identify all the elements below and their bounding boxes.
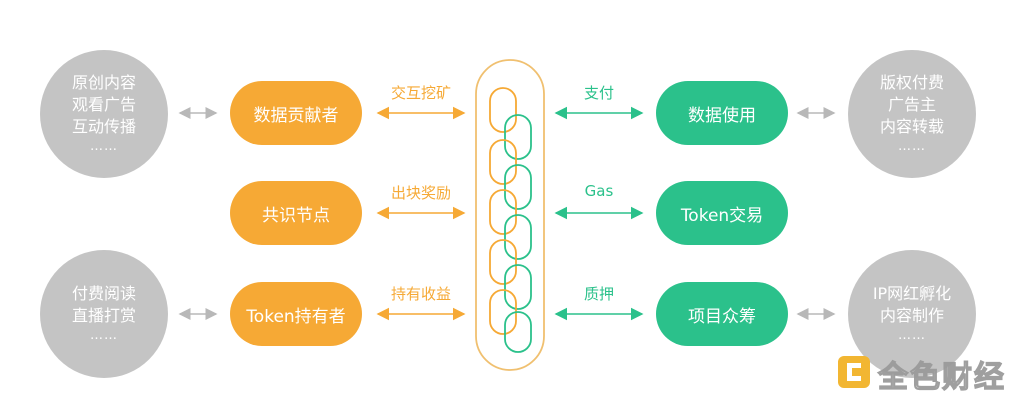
label-holding-yield: 持有收益 bbox=[390, 285, 451, 303]
circle-user-activities: 原创内容 观看广告 互动传播 …… bbox=[40, 50, 168, 178]
circle-business-uses: 版权付费 广告主 内容转载 …… bbox=[848, 50, 976, 178]
circle-line: 内容制作 bbox=[879, 306, 944, 325]
pill-data-contributor: 数据贡献者 bbox=[230, 81, 362, 145]
pill-token-holder: Token持有者 bbox=[230, 282, 362, 346]
label-block-reward: 出块奖励 bbox=[390, 184, 451, 202]
circle-line: 互动传播 bbox=[71, 117, 136, 136]
watermark-text: 全色财经 bbox=[877, 359, 1006, 395]
circle-line: 版权付费 bbox=[879, 73, 944, 92]
chain-links-icon bbox=[489, 87, 532, 353]
circle-user-payments: 付费阅读 直播打赏 …… bbox=[40, 250, 168, 378]
circle-line: 直播打赏 bbox=[71, 306, 136, 325]
pill-consensus-node: 共识节点 bbox=[230, 181, 362, 245]
pill-token-trading: Token交易 bbox=[656, 181, 788, 245]
label-interaction-mining: 交互挖矿 bbox=[390, 84, 451, 102]
circle-ip-incubation: IP网红孵化 内容制作 …… bbox=[848, 250, 976, 378]
jinse-logo-icon bbox=[838, 356, 870, 388]
circle-line: 原创内容 bbox=[71, 73, 136, 92]
circle-line: 内容转载 bbox=[879, 117, 944, 136]
label-gas: Gas bbox=[584, 182, 614, 200]
circle-line: IP网红孵化 bbox=[872, 284, 952, 303]
chain-column-outline bbox=[475, 59, 545, 371]
circle-line: 付费阅读 bbox=[71, 284, 136, 303]
circle-ellipsis: …… bbox=[898, 328, 926, 343]
circle-line: 广告主 bbox=[887, 95, 936, 114]
circle-ellipsis: …… bbox=[898, 139, 926, 154]
circle-line: 观看广告 bbox=[71, 95, 136, 114]
circle-ellipsis: …… bbox=[90, 328, 118, 343]
pill-project-crowdfunding: 项目众筹 bbox=[656, 282, 788, 346]
label-staking: 质押 bbox=[583, 285, 614, 303]
label-payment: 支付 bbox=[583, 84, 614, 102]
pill-data-usage: 数据使用 bbox=[656, 81, 788, 145]
circle-ellipsis: …… bbox=[90, 139, 118, 154]
